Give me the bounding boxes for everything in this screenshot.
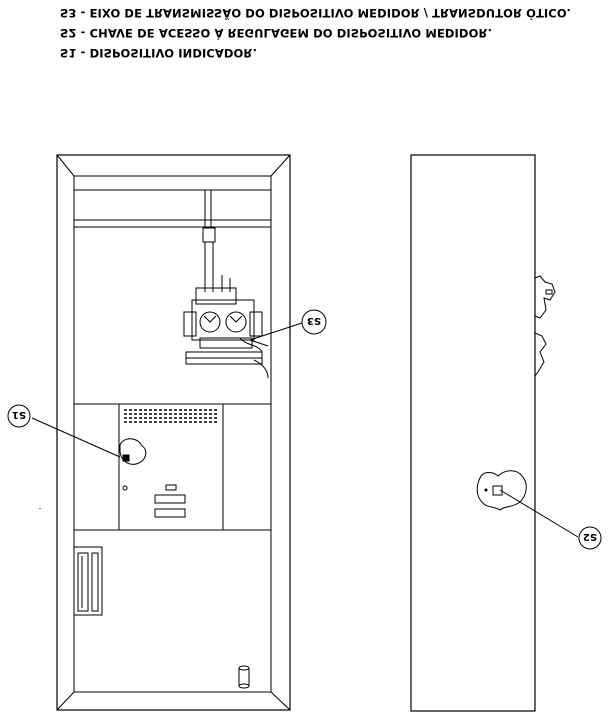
- callout-s2: [578, 526, 602, 550]
- pipe-coupling: [202, 227, 216, 243]
- frame-corner-br: [270, 691, 291, 711]
- meter-base: [199, 337, 253, 349]
- indicator-point-s1: [122, 454, 130, 462]
- frame-corner-tr: [270, 154, 291, 177]
- handle-grip: [77, 552, 89, 612]
- meter-cable-tail: [253, 359, 269, 379]
- indicator-panel-box: [118, 403, 224, 531]
- meter-shaft: [249, 339, 269, 347]
- side-panel: [410, 154, 536, 712]
- cabinet-front-view: [56, 154, 291, 711]
- frame-corner-tl: [56, 154, 75, 177]
- meter-top-plate: [195, 287, 237, 305]
- meter-body: [191, 299, 255, 341]
- meter-dial-right: [225, 311, 247, 333]
- cabinet-side-view: [410, 154, 556, 712]
- handle-plate: [73, 546, 103, 616]
- panel-led: [165, 484, 177, 491]
- side-meter-detail: [545, 289, 553, 295]
- meter-dial-left: [199, 311, 221, 333]
- meter-device: [183, 287, 269, 379]
- door-handle: [73, 546, 103, 616]
- panel-display-2: [154, 508, 186, 518]
- side-meter-profile-bottom: [534, 332, 547, 377]
- frame-corner-bl: [56, 691, 75, 711]
- meter-dial-marks: [203, 315, 243, 323]
- vent-grille: [124, 409, 218, 423]
- pipe-branch: [221, 275, 231, 292]
- access-key-point-s2: [492, 485, 503, 496]
- indicator-panel: [118, 403, 224, 531]
- meter-left-flange: [183, 311, 197, 337]
- access-key-screw: [484, 488, 488, 492]
- callout-s1: [7, 404, 31, 428]
- cabinet-outer-frame: [56, 154, 291, 711]
- callout-s3: [301, 309, 327, 335]
- leader-s3: [249, 322, 303, 341]
- leader-s2: [499, 489, 579, 538]
- cabinet-inner-frame: [73, 175, 272, 693]
- cylinder-part: [238, 665, 250, 689]
- handle-bar: [91, 552, 99, 612]
- panel-display-1: [154, 494, 186, 504]
- meter-cable: [239, 337, 263, 353]
- panel-screw: [122, 485, 128, 491]
- side-meter-profile-top: [534, 275, 556, 319]
- leader-s1: [31, 417, 121, 458]
- meter-right-flange: [249, 311, 263, 337]
